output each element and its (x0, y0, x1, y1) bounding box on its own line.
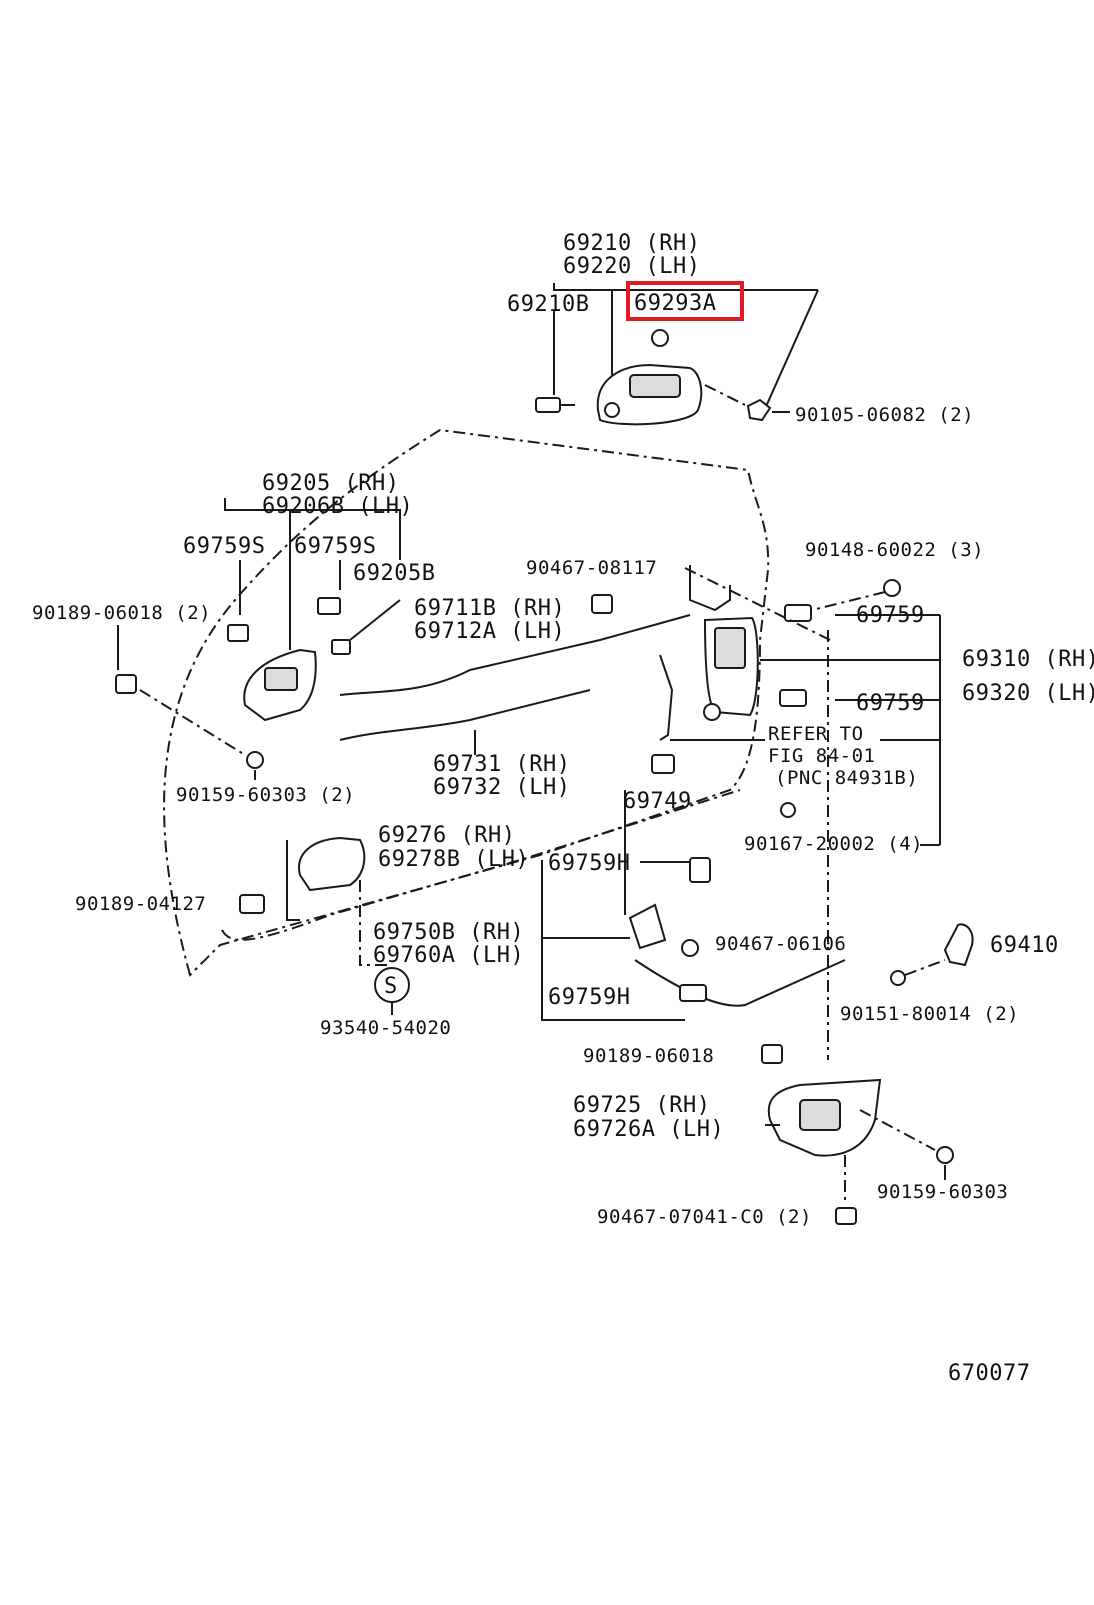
label-handle-pad: 69210B (507, 292, 589, 317)
remote-part (767, 1078, 882, 1157)
label-clip-h-lower: 69759H (548, 985, 630, 1010)
cable-line (634, 959, 846, 1007)
label-remote-rh: 69725 (RH) (573, 1093, 710, 1118)
screw-remote-part (936, 1146, 954, 1164)
label-clip-bezel: 90189-04127 (75, 893, 206, 915)
label-refer-2: FIG 84-01 (768, 745, 875, 767)
cover-leader (349, 599, 401, 641)
label-cable-lh: 69760A (LH) (373, 943, 524, 968)
inside-cover-part (331, 639, 351, 655)
screw-lock-part (780, 802, 796, 818)
bolt-dash (704, 384, 746, 406)
label-clip-lock-lower: 69759 (856, 691, 925, 716)
label-bezel-lh: 69278B (LH) (378, 847, 529, 872)
label-rod-check: 90467-08117 (526, 557, 657, 579)
label-handle-cover[interactable]: 69293A (634, 291, 716, 316)
clip-bezel-part (239, 894, 265, 914)
label-bolt-lock: 90148-60022 (3) (805, 539, 984, 561)
label-bezel-rh: 69276 (RH) (378, 823, 515, 848)
label-clip-a: 69759S (183, 534, 265, 559)
label-grommet: 93540-54020 (320, 1017, 451, 1039)
inside-handle-part (243, 648, 317, 722)
label-clip-rod: 69749 (623, 789, 692, 814)
screw-dash (139, 689, 246, 756)
clip-b-part (317, 597, 341, 615)
bezel-part (298, 836, 366, 892)
clip-lock-upper-part (784, 604, 812, 622)
label-clip-lower: 90467-06106 (715, 933, 846, 955)
remote-screw-dash (859, 1109, 936, 1151)
door-outline (163, 428, 770, 977)
label-lock-lh: 69320 (LH) (962, 681, 1094, 706)
clip-lock-lower-part (779, 689, 807, 707)
rod-upper (339, 614, 691, 696)
label-rod-upper-rh: 69711B (RH) (414, 596, 565, 621)
cable-bracket (541, 860, 685, 1021)
clip-remote-bottom-part (835, 1207, 857, 1225)
inside-handle-bracket (224, 498, 401, 560)
label-screw-inside: 90159-60303 (2) (176, 784, 355, 806)
label-outside-handle-rh: 69210 (RH) (563, 231, 700, 256)
striker-dash (904, 959, 946, 976)
label-screw-remote: 90159-60303 (877, 1181, 1008, 1203)
outside-handle-bracket (553, 283, 818, 291)
outside-bolt-part (746, 398, 772, 422)
door-lock-part (703, 616, 759, 721)
clip-remote-part (761, 1044, 783, 1064)
label-remote-lh: 69726A (LH) (573, 1117, 724, 1142)
label-rod-lower-lh: 69732 (LH) (433, 775, 570, 800)
label-cable-rh: 69750B (RH) (373, 920, 524, 945)
screw-left-part (115, 674, 137, 694)
label-clip-h-upper: 69759H (548, 851, 630, 876)
label-clip-remote-bottom: 90467-07041-C0 (2) (597, 1206, 812, 1228)
label-clip-remote: 90189-06018 (583, 1045, 714, 1067)
label-clip-screw-left: 90189-06018 (2) (32, 602, 211, 624)
clip-h-upper-part (689, 857, 711, 883)
clip-h-lower-part (679, 984, 707, 1002)
bolt-lock-part (883, 579, 901, 597)
bezel-bracket (286, 840, 300, 921)
label-grommet-symbol: S (384, 974, 398, 999)
outside-handle-leader (759, 289, 819, 421)
label-refer-3: (PNC 84931B) (775, 767, 918, 789)
door-inner-line (221, 789, 741, 941)
label-screw-lock: 90167-20002 (4) (744, 833, 923, 855)
outside-handle-part (596, 329, 703, 426)
label-striker: 69410 (990, 933, 1059, 958)
label-rod-upper-lh: 69712A (LH) (414, 619, 565, 644)
label-inside-handle-lh: 69206B (LH) (262, 494, 413, 519)
label-inside-handle-cover: 69205B (353, 561, 435, 586)
clip-lower-part (681, 939, 699, 957)
label-inside-handle-rh: 69205 (RH) (262, 471, 399, 496)
cable-link-part (659, 654, 674, 741)
label-clip-b: 69759S (294, 534, 376, 559)
lock-rod-link (689, 565, 731, 612)
cable-clip-part (628, 903, 667, 950)
label-outside-handle-lh: 69220 (LH) (563, 254, 700, 279)
highlight-box (626, 281, 744, 321)
label-refer-1: REFER TO (768, 723, 864, 745)
rod-lower (339, 689, 591, 741)
label-rod-lower-rh: 69731 (RH) (433, 752, 570, 777)
pad-bolt-part (535, 397, 575, 413)
clip-a-part (227, 624, 249, 642)
figure-id: 670077 (948, 1361, 1030, 1386)
rod-check-dash (684, 567, 831, 641)
label-screw-striker: 90151-80014 (2) (840, 1003, 1019, 1025)
grommet-dash (359, 880, 392, 966)
rod-check-part (591, 594, 613, 614)
label-bolt-outside: 90105-06082 (2) (795, 404, 974, 426)
striker-part (943, 923, 974, 967)
screw-striker-part (890, 970, 906, 986)
label-clip-lock-upper: 69759 (856, 603, 925, 628)
screw-inside-part (246, 751, 264, 769)
clip-rod-part (651, 754, 675, 774)
label-lock-rh: 69310 (RH) (962, 647, 1094, 672)
